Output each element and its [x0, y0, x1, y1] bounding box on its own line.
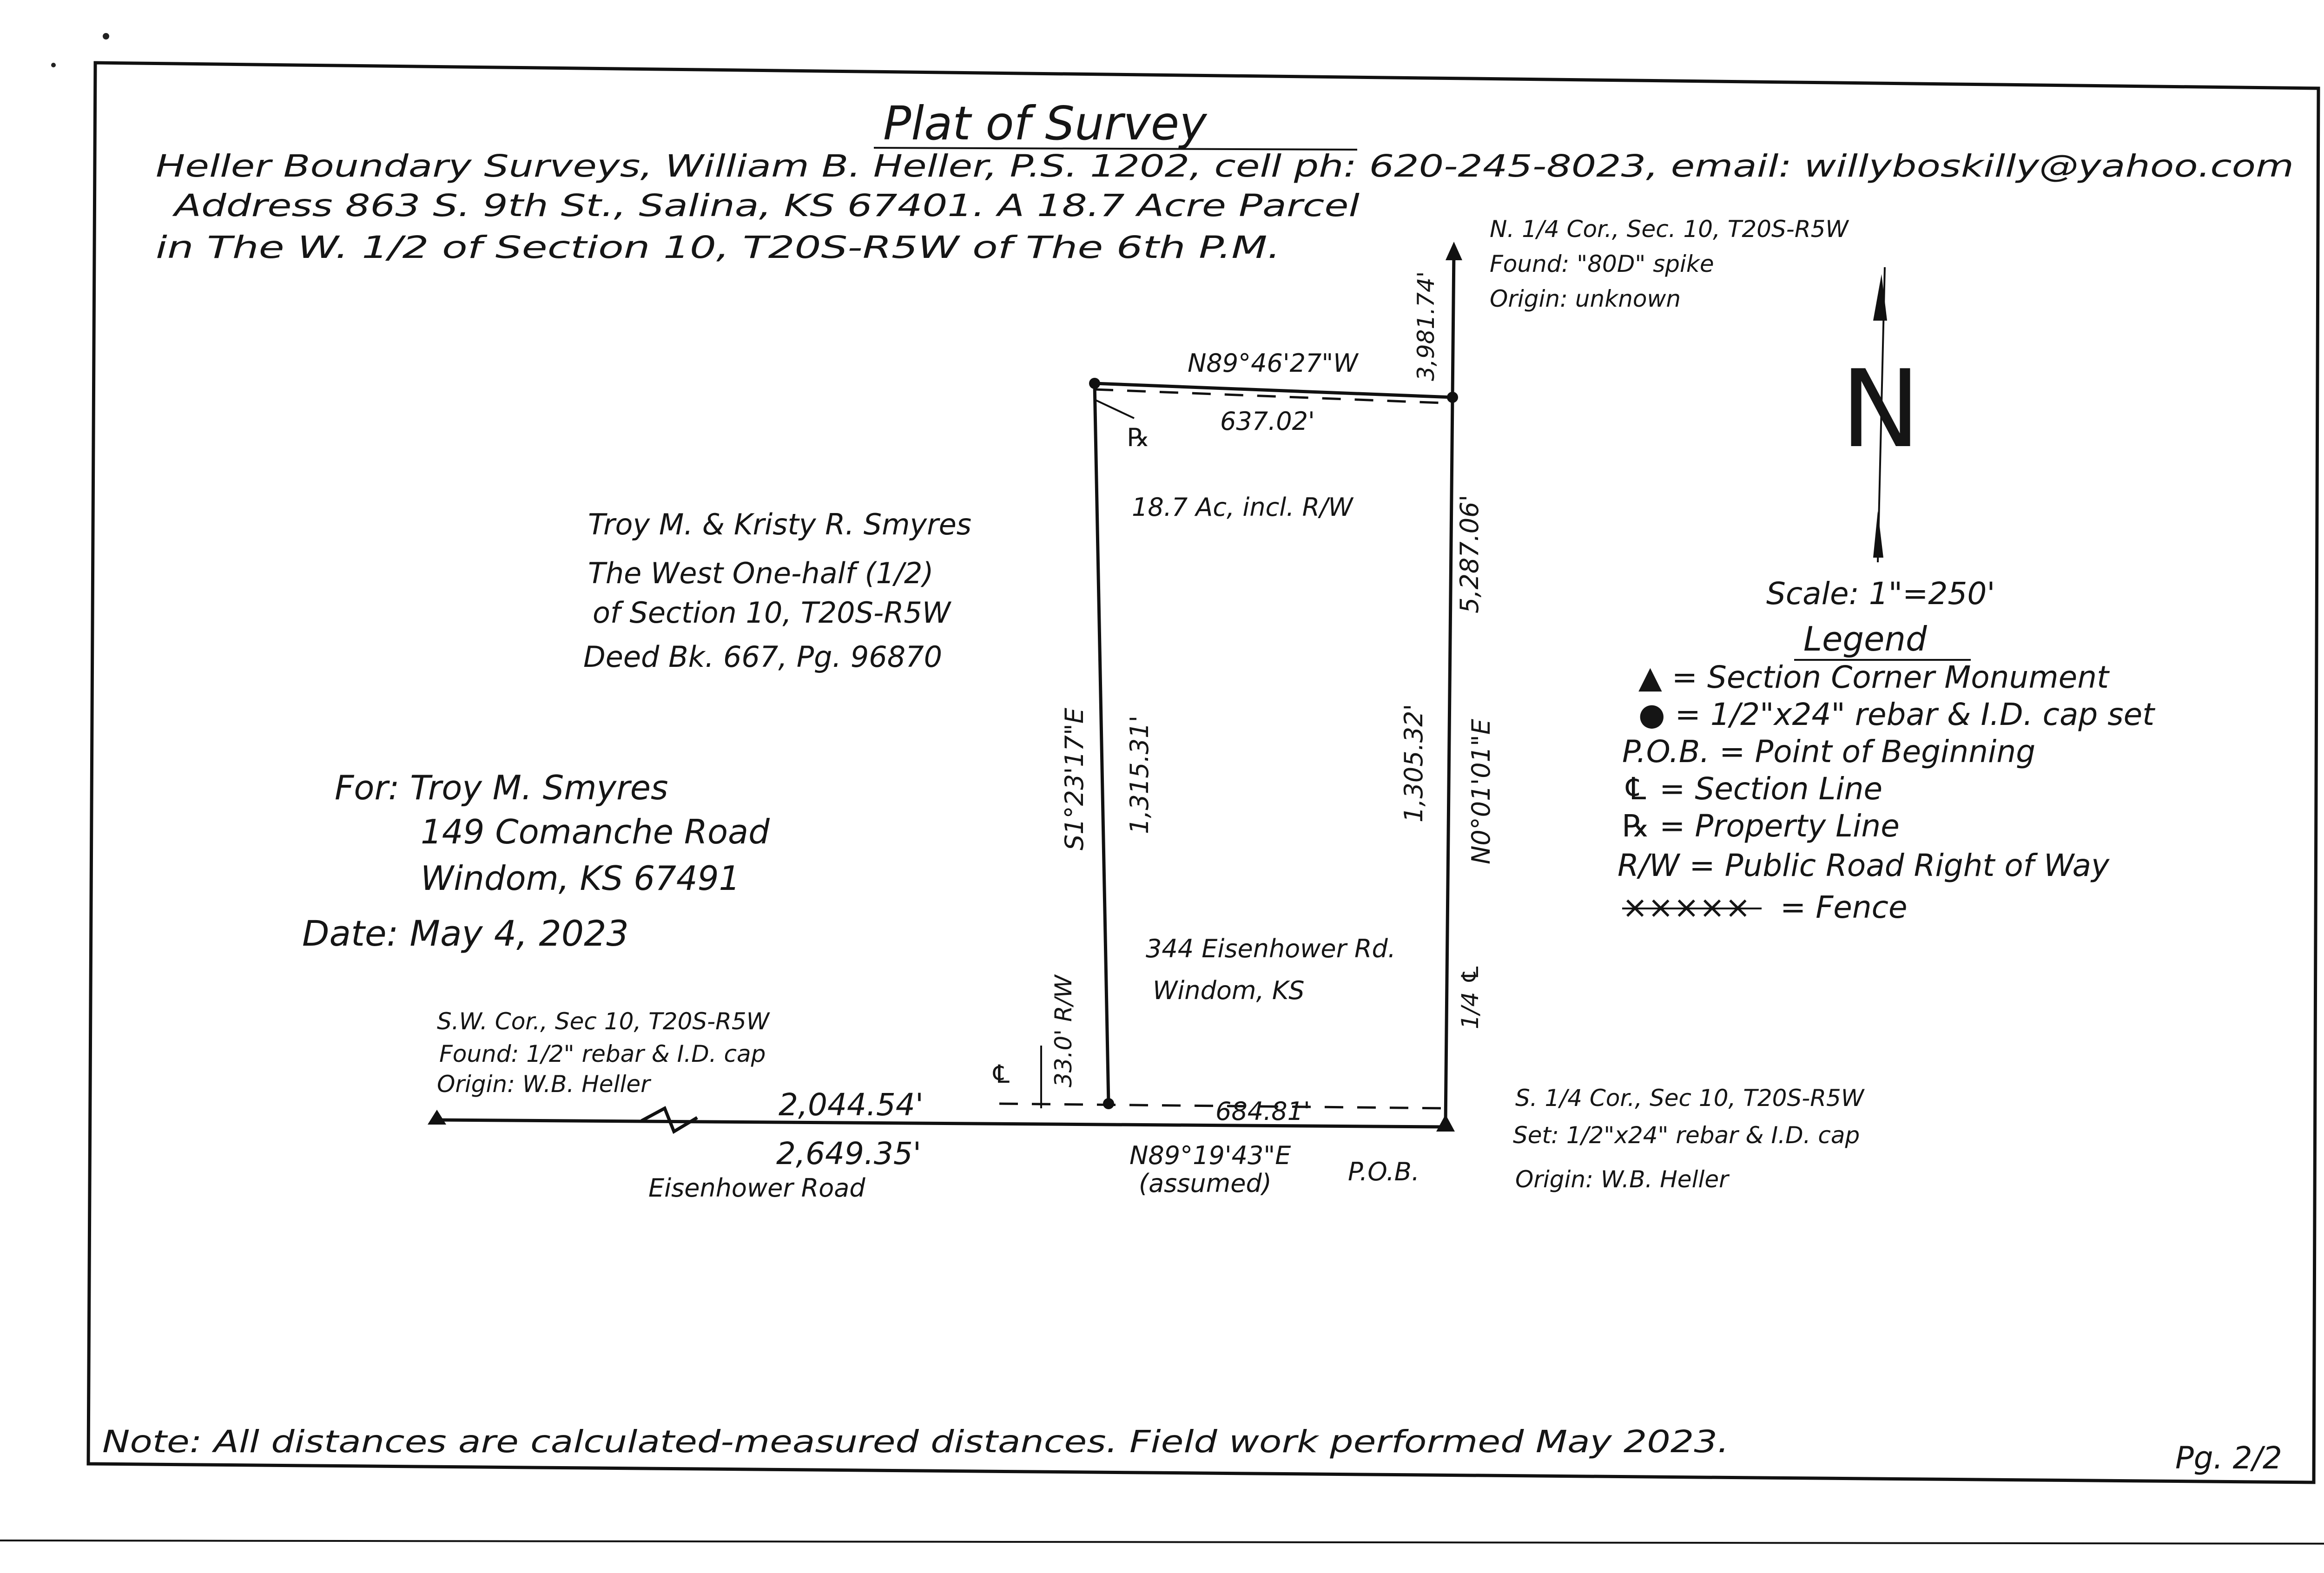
- legend-item-rebar: ● = 1/2"x24" rebar & I.D. cap set: [1638, 697, 2155, 732]
- site-address-2: Windom, KS: [1153, 976, 1305, 1005]
- title-underline: [873, 147, 1358, 151]
- road-break: [640, 1106, 698, 1134]
- legend-item-rw: R/W = Public Road Right of Way: [1618, 848, 2110, 883]
- west-distance: 1,315.31': [1125, 716, 1154, 834]
- north-distance: 637.02': [1220, 407, 1315, 436]
- sw-corner-line3: Origin: W.B. Heller: [437, 1071, 652, 1098]
- page-number: Pg. 2/2: [2175, 1440, 2282, 1476]
- cl-symbol: ℄: [990, 1060, 1012, 1089]
- rw-width: 33.0' R/W: [1050, 974, 1077, 1087]
- page-title: Plat of Survey: [883, 96, 1208, 151]
- north-line: [1094, 382, 1453, 399]
- s-corner-line3: Origin: W.B. Heller: [1515, 1166, 1730, 1193]
- header-line-3: in The W. 1/2 of Section 10, T20S-R5W of…: [156, 230, 1281, 265]
- acreage: 18.7 Ac, incl. R/W: [1132, 493, 1354, 522]
- pl-symbol: ℞: [1127, 423, 1149, 452]
- west-road-distance-1: 2,044.54': [779, 1087, 924, 1123]
- north-corner-line3: Origin: unknown: [1490, 285, 1681, 312]
- scale: Scale: 1"=250': [1766, 576, 1995, 612]
- pob: P.O.B.: [1348, 1157, 1419, 1186]
- rebar-ne: [1447, 392, 1458, 403]
- assumed: (assumed): [1139, 1169, 1272, 1198]
- east-line: [1444, 397, 1454, 1125]
- header-line-2: Address 863 S. 9th St., Salina, KS 67401…: [172, 188, 1360, 224]
- west-road-distance-2: 2,649.35': [776, 1136, 921, 1172]
- legend-item-property-line: ℞ = Property Line: [1622, 808, 1900, 844]
- scan-mark: [51, 63, 56, 67]
- legend-fence-symbol: ×××××: [1622, 889, 1751, 925]
- north-quarter-monument: [1446, 242, 1462, 260]
- rebar-nw: [1089, 378, 1100, 389]
- footer-note: Note: All distances are calculated-measu…: [102, 1424, 1729, 1460]
- owner-deed: Deed Bk. 667, Pg. 96870: [583, 640, 942, 674]
- south-rw-line: [999, 1102, 1446, 1110]
- section-line-distance: 5,287.06': [1455, 495, 1484, 613]
- legend-title: Legend: [1803, 619, 1928, 658]
- owner-name: Troy M. & Kristy R. Smyres: [588, 507, 971, 541]
- bottom-scan-line: [0, 1540, 2324, 1545]
- owner-desc-1: The West One-half (1/2): [588, 556, 934, 590]
- north-corner-line1: N. 1/4 Cor., Sec. 10, T20S-R5W: [1490, 216, 1849, 243]
- s-corner-line2: Set: 1/2"x24" rebar & I.D. cap: [1513, 1122, 1860, 1149]
- north-bearing: N89°46'27"W: [1188, 349, 1359, 378]
- west-line: [1093, 383, 1110, 1104]
- owner-desc-2: of Section 10, T20S-R5W: [593, 596, 952, 630]
- legend-item-fence: = Fence: [1780, 889, 1908, 925]
- scan-mark: [103, 33, 109, 39]
- east-bearing: N0°01'01"E: [1466, 718, 1496, 864]
- north-line-fence: [1094, 388, 1453, 405]
- quarter-line: 1/4 ℄: [1457, 964, 1484, 1029]
- east-distance: 1,305.32': [1399, 704, 1428, 823]
- southwest-monument: [428, 1110, 446, 1125]
- s-corner-line1: S. 1/4 Cor., Sec 10, T20S-R5W: [1515, 1085, 1865, 1112]
- pl-leader: [1094, 399, 1135, 419]
- client-city: Windom, KS 67491: [421, 859, 740, 898]
- rebar-sw: [1103, 1098, 1114, 1109]
- north-arrow: N: [1841, 267, 1921, 563]
- legend-item-section-line: ℄ = Section Line: [1622, 771, 1882, 807]
- client-for: For: Troy M. Smyres: [335, 768, 668, 807]
- header-line-1: Heller Boundary Surveys, William B. Hell…: [156, 148, 2294, 184]
- north-extension-distance: 3,981.74': [1413, 271, 1439, 381]
- south-quarter-monument: [1436, 1114, 1455, 1132]
- client-street: 149 Comanche Road: [421, 812, 770, 851]
- section-line-north: [1451, 250, 1456, 398]
- road-name: Eisenhower Road: [648, 1173, 865, 1203]
- site-address-1: 344 Eisenhower Rd.: [1146, 934, 1396, 963]
- north-corner-line2: Found: "80D" spike: [1490, 250, 1714, 277]
- south-distance: 684.81': [1215, 1097, 1310, 1126]
- west-bearing: S1°23'17"E: [1060, 707, 1089, 850]
- sw-corner-line1: S.W. Cor., Sec 10, T20S-R5W: [437, 1008, 770, 1035]
- legend-item-monument: ▲ = Section Corner Monument: [1638, 659, 2110, 695]
- road-centerline: [436, 1118, 1446, 1129]
- south-bearing: N89°19'43"E: [1129, 1141, 1291, 1170]
- sheet-border: [86, 61, 2320, 1484]
- sw-corner-line2: Found: 1/2" rebar & I.D. cap: [439, 1040, 766, 1067]
- legend-item-pob: P.O.B. = Point of Beginning: [1622, 734, 2035, 770]
- survey-date: Date: May 4, 2023: [302, 913, 629, 954]
- parcel-boundary: [436, 250, 1456, 1134]
- svg-text:N: N: [1841, 348, 1921, 472]
